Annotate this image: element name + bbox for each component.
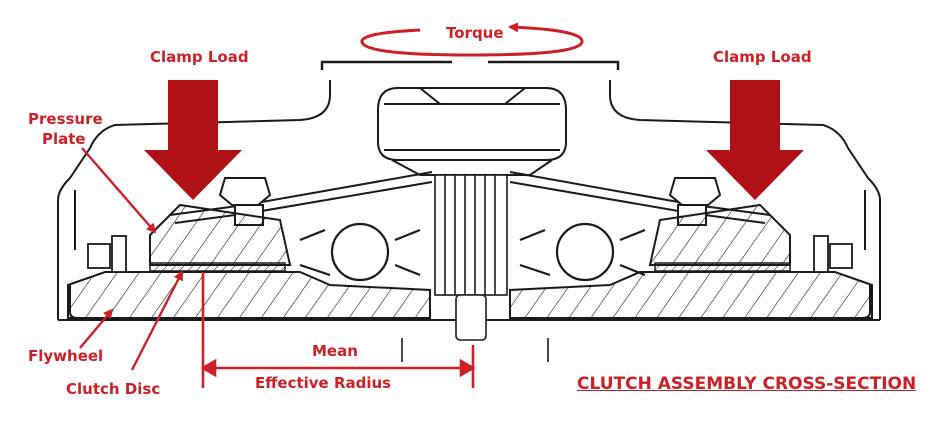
clutch-disc-leader — [130, 270, 184, 371]
clamp-load-arrow-left — [144, 80, 242, 200]
mean-radius-dimension — [200, 272, 476, 388]
flywheel — [67, 271, 873, 319]
cover-bracket — [320, 60, 620, 70]
damper-springs — [299, 222, 646, 282]
clutch-disc-label: Clutch Disc — [66, 380, 161, 398]
torque-label: Torque — [446, 24, 504, 42]
clamp-load-label-left: Clamp Load — [150, 48, 249, 66]
pressure-plate-leader — [81, 147, 157, 234]
flywheel-label: Flywheel — [28, 347, 104, 365]
flywheel-leader — [79, 308, 114, 349]
clamp-load-label-right: Clamp Load — [713, 48, 812, 66]
leader-lines — [79, 147, 184, 371]
centerline-ticks — [401, 338, 549, 362]
effective-radius-label: Effective Radius — [255, 374, 392, 392]
rim-bolts — [87, 235, 853, 273]
torque-arrow — [360, 22, 584, 57]
splined-shaft — [434, 174, 508, 341]
clamp-load-arrow-right — [706, 80, 804, 200]
clamp-load-arrows — [144, 80, 804, 200]
release-bearing — [377, 87, 567, 176]
pressure-plate-label-line2: Plate — [42, 130, 86, 148]
mean-label: Mean — [312, 342, 358, 360]
pressure-plate-label-line1: Pressure — [28, 110, 103, 128]
diagram-title: CLUTCH ASSEMBLY CROSS-SECTION — [577, 374, 917, 394]
pressure-plate — [149, 203, 791, 266]
